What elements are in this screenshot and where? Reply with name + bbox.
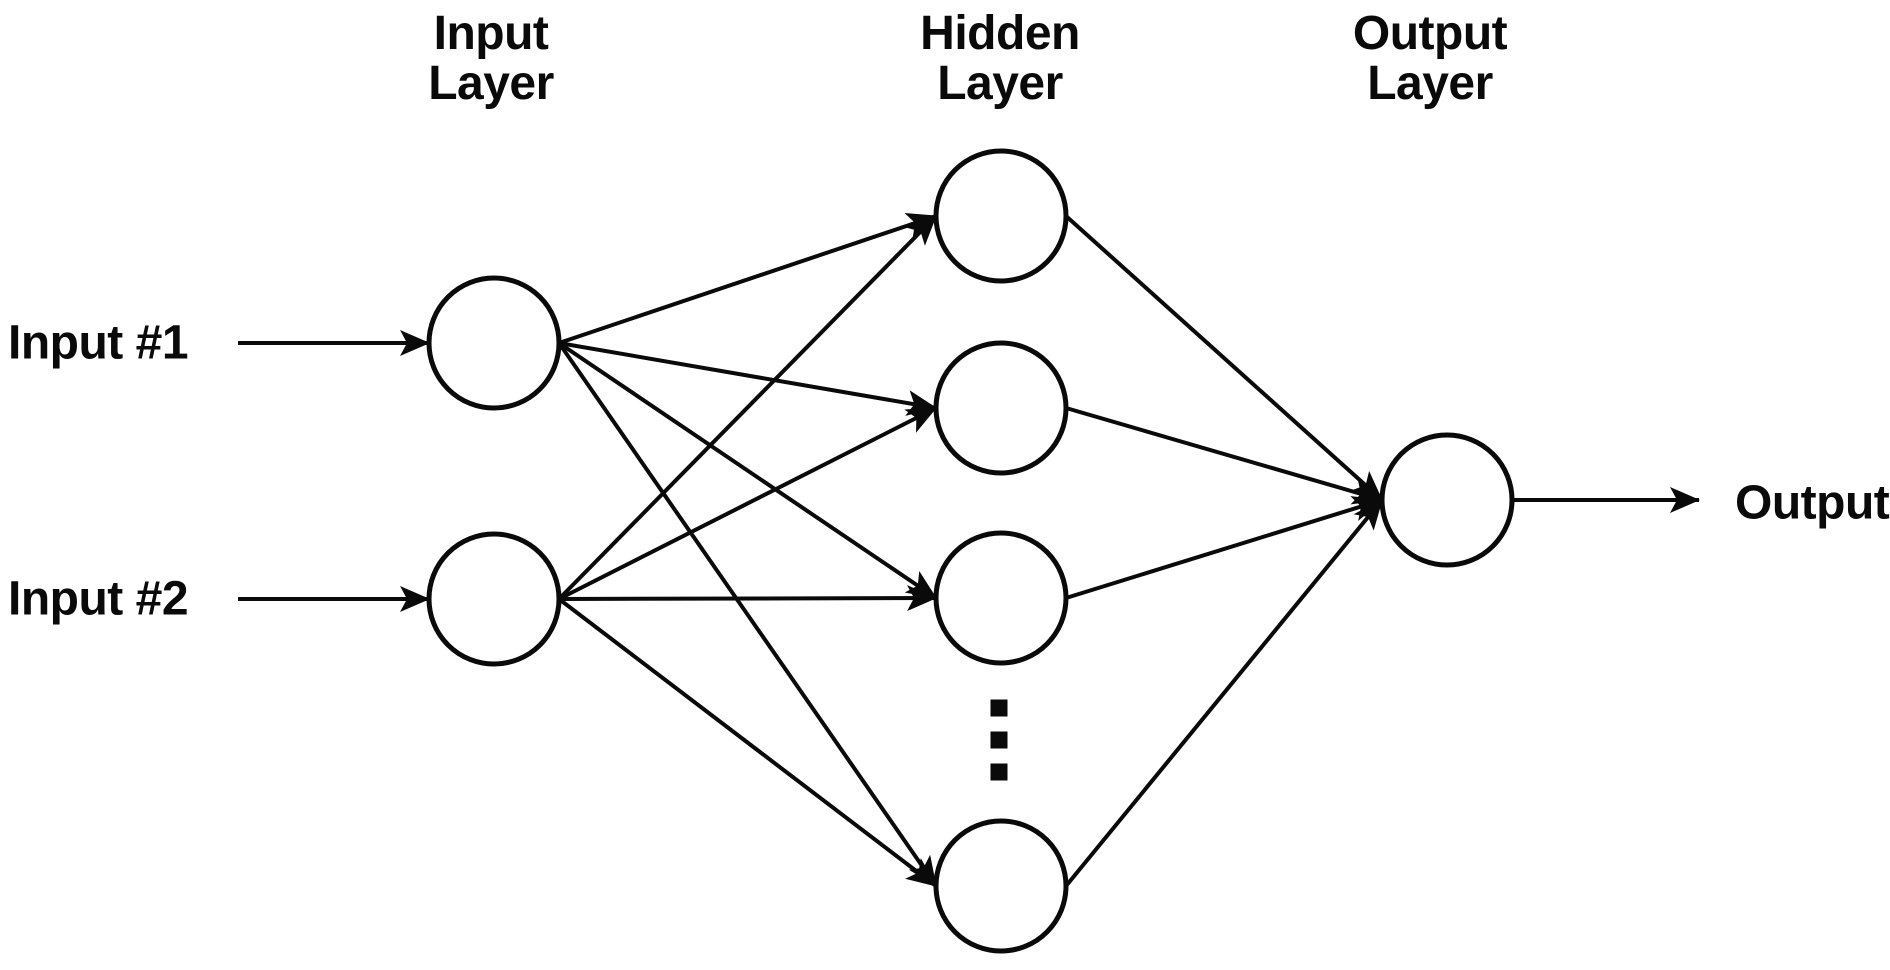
edge-hidden-2-output-1 xyxy=(1065,406,1383,505)
input-1-label: Input #1 xyxy=(8,316,189,370)
edge-input-2-hidden-4 xyxy=(557,597,938,888)
hidden-1-node xyxy=(933,148,1069,284)
hidden-layer-ellipsis-dot-1 xyxy=(990,699,1008,717)
input-1-node xyxy=(426,275,562,411)
hidden-4-node xyxy=(933,818,1069,954)
output-1-node xyxy=(1379,432,1515,568)
output-label: Output xyxy=(1735,476,1890,530)
edge-input-1-hidden-1 xyxy=(558,212,937,345)
input-layer-title: Input Layer xyxy=(428,7,554,110)
edge-hidden-3-output-1 xyxy=(1065,496,1383,600)
hidden-layer-ellipsis-dot-2 xyxy=(990,731,1008,749)
edge-input-2-hidden-2 xyxy=(558,406,937,601)
output-layer-title: Output Layer xyxy=(1352,7,1508,110)
edge-hidden-4-output-1 xyxy=(1064,498,1384,888)
edge-input-2-hidden-3 xyxy=(558,585,937,612)
hidden-layer-ellipsis-dot-3 xyxy=(990,763,1008,781)
edge-hidden-1-output-1 xyxy=(1064,214,1384,502)
hidden-3-node xyxy=(933,530,1069,666)
edge-input-1-hidden-3 xyxy=(557,341,938,600)
hidden-2-node xyxy=(933,340,1069,476)
input-2-label: Input #2 xyxy=(8,572,189,626)
input-2-node xyxy=(426,531,562,667)
edge-input-2-hidden-1 xyxy=(557,214,938,601)
edge-input-1-hidden-4 xyxy=(557,341,938,888)
hidden-layer-title: Hidden Layer xyxy=(920,7,1080,110)
edge-input-1-hidden-2 xyxy=(558,341,937,416)
